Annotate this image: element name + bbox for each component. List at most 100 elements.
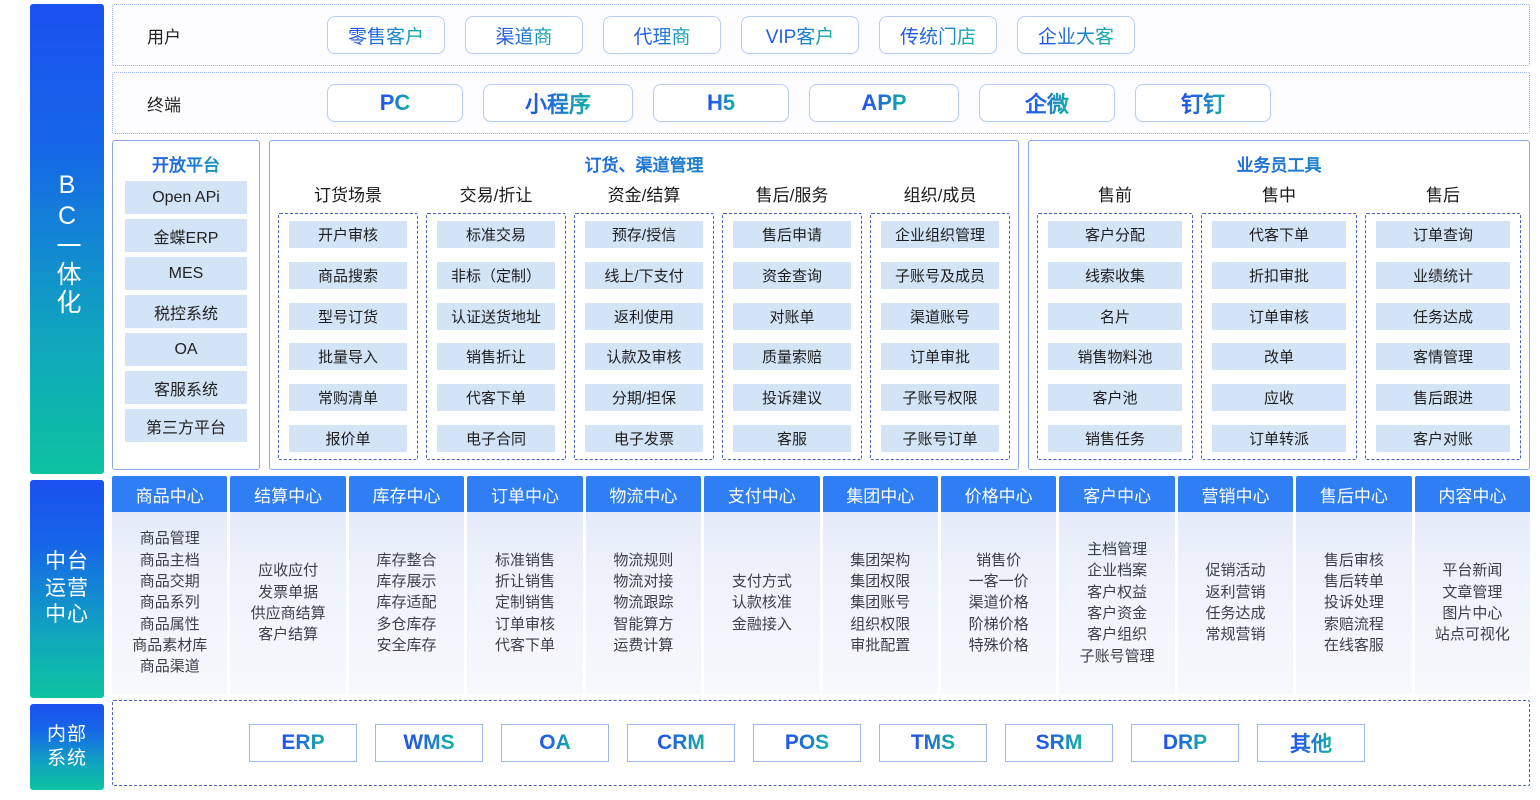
capability-item[interactable]: 销售物料池 (1048, 343, 1182, 371)
user-pill[interactable]: 渠道商 (465, 16, 583, 54)
capability-item[interactable]: 子账号权限 (881, 384, 999, 412)
capability-item[interactable]: 质量索赔 (733, 343, 851, 371)
terminal-pill[interactable]: APP (809, 84, 959, 122)
capability-item[interactable]: 售后申请 (733, 221, 851, 248)
center-head[interactable]: 售后中心 (1296, 476, 1412, 512)
capability-item[interactable]: 代客下单 (437, 384, 555, 412)
capability-item[interactable]: 客服 (733, 424, 851, 452)
capability-item[interactable]: 分期/担保 (585, 384, 703, 412)
center-head[interactable]: 订单中心 (467, 476, 583, 512)
capability-item[interactable]: 客情管理 (1376, 343, 1510, 371)
center-item: 多仓库存 (376, 615, 437, 633)
center-head[interactable]: 支付中心 (704, 476, 820, 512)
open-platform-item[interactable]: 税控系统 (125, 295, 247, 328)
center-body: 主档管理企业档案客户权益客户资金客户组织子账号管理 (1059, 512, 1174, 694)
capability-item[interactable]: 型号订货 (289, 302, 407, 330)
internal-system-box[interactable]: TMS (879, 724, 987, 762)
terminal-pill-label: APP (861, 90, 907, 115)
capability-item[interactable]: 认证送货地址 (437, 302, 555, 330)
internal-system-box[interactable]: CRM (627, 724, 735, 762)
center-item: 站点可视化 (1434, 626, 1510, 644)
user-pill[interactable]: 传统门店 (879, 16, 997, 54)
capability-item[interactable]: 代客下单 (1212, 221, 1346, 248)
capability-item[interactable]: 应收 (1212, 384, 1346, 412)
user-pill[interactable]: 零售客户 (327, 16, 445, 54)
center-head[interactable]: 商品中心 (112, 476, 228, 512)
capability-item[interactable]: 渠道账号 (881, 302, 999, 330)
capability-item[interactable]: 开户审核 (289, 221, 407, 248)
terminal-pill-label: 钉钉 (1181, 87, 1225, 119)
center-item: 库存整合 (376, 551, 437, 569)
center-head[interactable]: 客户中心 (1059, 476, 1175, 512)
internal-system-box[interactable]: 其他 (1257, 724, 1365, 762)
capability-item[interactable]: 资金查询 (733, 261, 851, 289)
internal-system-box[interactable]: DRP (1131, 724, 1239, 762)
terminal-pill[interactable]: 钉钉 (1135, 84, 1271, 122)
user-pill[interactable]: 企业大客 (1017, 16, 1135, 54)
center-head[interactable]: 库存中心 (348, 476, 465, 512)
internal-system-box[interactable]: POS (753, 724, 861, 762)
capability-item[interactable]: 标准交易 (437, 221, 555, 248)
user-pill[interactable]: 代理商 (603, 16, 721, 54)
terminal-pill[interactable]: 小程序 (483, 84, 633, 122)
capability-item[interactable]: 电子合同 (437, 424, 555, 452)
center-head[interactable]: 营销中心 (1177, 476, 1294, 512)
user-pill[interactable]: VIP客户 (741, 16, 859, 54)
capability-item[interactable]: 报价单 (289, 424, 407, 452)
capability-item[interactable]: 批量导入 (289, 343, 407, 371)
internal-system-box[interactable]: ERP (249, 724, 357, 762)
center-item: 客户权益 (1087, 583, 1148, 601)
capability-item[interactable]: 客户分配 (1048, 221, 1182, 248)
open-platform-item[interactable]: Open APi (125, 181, 247, 214)
capability-item[interactable]: 常购清单 (289, 384, 407, 412)
capability-item[interactable]: 投诉建议 (733, 384, 851, 412)
capability-item[interactable]: 线上/下支付 (585, 261, 703, 289)
capability-item[interactable]: 认款及审核 (585, 343, 703, 371)
capability-item[interactable]: 电子发票 (585, 424, 703, 452)
center-head[interactable]: 结算中心 (230, 476, 346, 512)
open-platform-item[interactable]: 金蝶ERP (125, 219, 247, 252)
open-platform-item[interactable]: MES (125, 257, 247, 290)
capability-item[interactable]: 订单转派 (1212, 424, 1346, 452)
open-platform-item[interactable]: OA (125, 333, 247, 366)
capability-item[interactable]: 子账号订单 (881, 424, 999, 452)
capability-item[interactable]: 商品搜索 (289, 261, 407, 289)
capability-item[interactable]: 预存/授信 (585, 221, 703, 248)
internal-system-box[interactable]: SRM (1005, 724, 1113, 762)
capability-item[interactable]: 销售任务 (1048, 424, 1182, 452)
center-head[interactable]: 价格中心 (940, 476, 1057, 512)
user-pill-label: 传统门店 (900, 22, 976, 49)
capability-item[interactable]: 订单审核 (1212, 302, 1346, 330)
open-platform-item[interactable]: 客服系统 (125, 371, 247, 404)
capability-item[interactable]: 客户池 (1048, 384, 1182, 412)
capability-item[interactable]: 子账号及成员 (881, 261, 999, 289)
center-head[interactable]: 集团中心 (822, 476, 938, 512)
capability-item[interactable]: 名片 (1048, 302, 1182, 330)
capability-item[interactable]: 客户对账 (1376, 424, 1510, 452)
capability-item[interactable]: 业绩统计 (1376, 261, 1510, 289)
capability-item[interactable]: 订单查询 (1376, 221, 1510, 248)
capability-item[interactable]: 改单 (1212, 343, 1346, 371)
center-head[interactable]: 内容中心 (1414, 476, 1531, 512)
capability-column: 售后订单查询业绩统计任务达成客情管理售后跟进客户对账 (1365, 181, 1521, 460)
open-platform-item[interactable]: 第三方平台 (125, 409, 247, 442)
terminal-pill[interactable]: 企微 (979, 84, 1115, 122)
capability-item[interactable]: 售后跟进 (1376, 384, 1510, 412)
capability-item[interactable]: 线索收集 (1048, 261, 1182, 289)
capability-item[interactable]: 企业组织管理 (881, 221, 999, 248)
center-item: 供应商结算 (250, 605, 326, 622)
capability-item[interactable]: 任务达成 (1376, 302, 1510, 330)
capability-item[interactable]: 非标（定制） (437, 261, 555, 289)
capability-item[interactable]: 返利使用 (585, 302, 703, 330)
terminal-pill[interactable]: PC (327, 84, 463, 122)
terminal-pill[interactable]: H5 (653, 84, 789, 122)
capability-item[interactable]: 对账单 (733, 302, 851, 330)
internal-system-box[interactable]: WMS (375, 724, 483, 762)
center-head[interactable]: 物流中心 (585, 476, 702, 512)
capability-item[interactable]: 折扣审批 (1212, 261, 1346, 289)
capability-item[interactable]: 订单审批 (881, 343, 999, 371)
internal-system-box[interactable]: OA (501, 724, 609, 762)
capability-item[interactable]: 销售折让 (437, 343, 555, 371)
rail-block-middle-platform: 中台 运营 中心 (30, 480, 104, 698)
